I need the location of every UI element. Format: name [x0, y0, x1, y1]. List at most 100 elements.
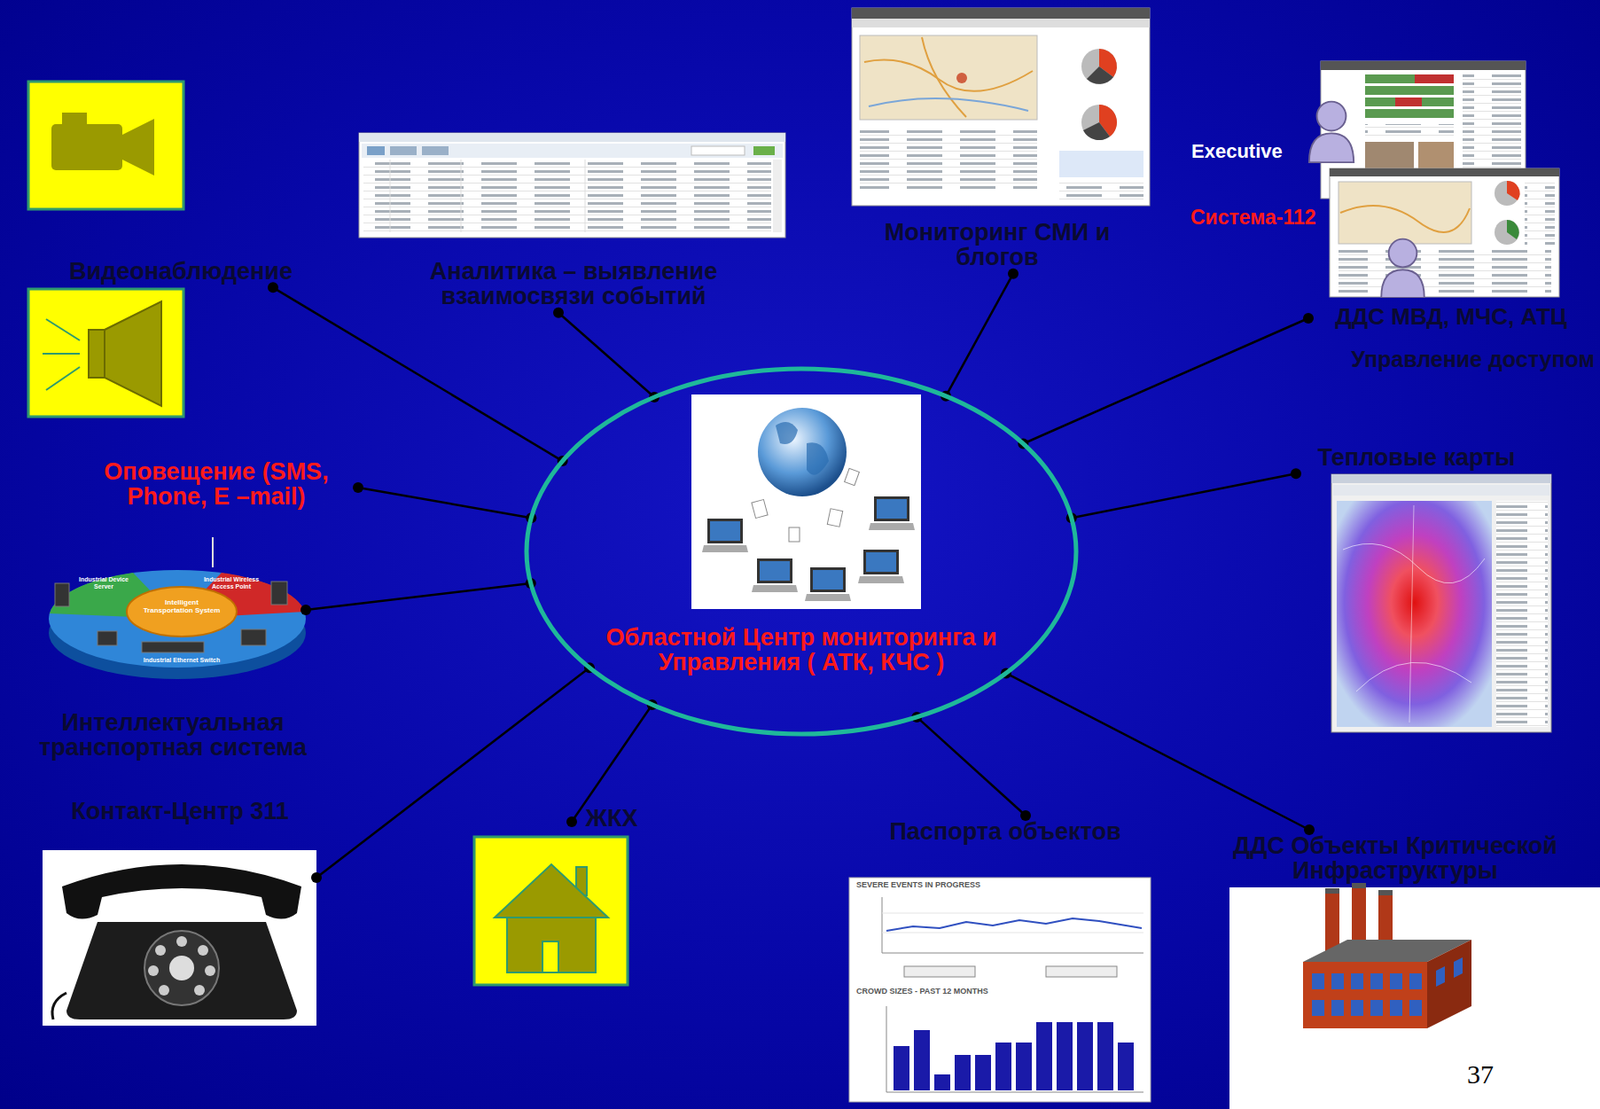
- node-label: ЖКХ: [577, 805, 647, 831]
- object-charts-screenshot: [881, 913, 1144, 914]
- system-112-screenshot: [1329, 168, 1560, 177]
- transport-system-picture: [48, 537, 306, 680]
- heat-map-screenshot: [1342, 543, 1485, 583]
- system-112-screenshot: [1338, 181, 1472, 244]
- telephone-picture: [197, 944, 209, 956]
- system-112-screenshot: [1494, 180, 1520, 206]
- telephone-picture: [144, 930, 219, 1006]
- telephone-picture: [169, 955, 195, 981]
- object-charts-screenshot: [1117, 1042, 1134, 1091]
- connector-dot: [1290, 468, 1302, 479]
- factory-icon: [1389, 973, 1403, 990]
- connector-line: [945, 273, 1014, 397]
- analytics-screenshot: [691, 146, 745, 156]
- connector-dot: [352, 482, 364, 493]
- object-charts-screenshot: [934, 1074, 951, 1091]
- media-monitoring-screenshot: [1081, 104, 1117, 141]
- heat-map-screenshot: [1336, 500, 1492, 727]
- system-112-screenshot: [1329, 168, 1560, 297]
- service-node: ДДС Объекты Критической Инфраструктуры: [1197, 829, 1593, 888]
- service-node: ЖКХ: [571, 802, 652, 835]
- executive-screenshot: [1365, 74, 1454, 84]
- factory-icon: [1370, 973, 1383, 990]
- object-charts-screenshot: [849, 877, 1151, 1102]
- factory-icon: [1351, 882, 1366, 889]
- object-charts-screenshot: [886, 1006, 888, 1093]
- role-label: Executive: [1191, 140, 1283, 163]
- speaker-icon: [28, 288, 184, 417]
- connector-dot: [300, 604, 312, 616]
- node-label: Тепловые карты: [1288, 444, 1545, 470]
- media-monitoring-screenshot: [1059, 150, 1144, 178]
- picture-caption: Industrial Wireless Access Point: [196, 576, 266, 590]
- analytics-screenshot: [359, 132, 786, 238]
- telephone-picture: [194, 984, 205, 996]
- node-label: Областной Центр мониторинга и Управления…: [561, 624, 1041, 676]
- transport-system-picture: [48, 569, 306, 668]
- factory-icon: [1350, 999, 1364, 1016]
- telephone-picture: [66, 921, 297, 1020]
- heat-map-screenshot: [1331, 474, 1552, 733]
- object-charts-screenshot: [975, 1054, 992, 1091]
- object-charts-screenshot: [1056, 1022, 1073, 1091]
- telephone-picture: [42, 850, 317, 1026]
- connector: [1000, 667, 1315, 836]
- transport-system-picture: [126, 586, 237, 637]
- media-monitoring-screenshot: [851, 7, 1150, 19]
- factory-icon: [1427, 939, 1472, 1029]
- telephone-picture: [158, 984, 170, 996]
- chart-title: CROWD SIZES - PAST 12 MONTHS: [856, 987, 989, 997]
- connector-line: [558, 312, 655, 398]
- connector-line: [305, 583, 531, 610]
- heat-map-screenshot: [1409, 505, 1414, 723]
- media-monitoring-screenshot: [864, 60, 1033, 92]
- user-icons: [1309, 101, 1425, 298]
- object-charts-screenshot: [893, 1045, 910, 1091]
- object-charts-screenshot: [886, 1092, 1144, 1093]
- telephone-picture: [42, 850, 317, 1026]
- object-charts-screenshot: [913, 1030, 930, 1091]
- media-monitoring-screenshot: [1081, 48, 1117, 85]
- media-monitoring-screenshot: [859, 128, 1038, 191]
- heat-map-screenshot: [1333, 484, 1550, 496]
- globe-network-picture: [827, 508, 843, 528]
- system-112-screenshot: [1524, 182, 1555, 245]
- node-label: Оповещение (SMS, Phone, E –mail): [79, 459, 353, 510]
- media-monitoring-screenshot: [851, 18, 1150, 28]
- analytics-screenshot: [585, 159, 586, 233]
- factory-icon: [1370, 999, 1383, 1016]
- service-node: Тепловые карты: [1283, 441, 1550, 474]
- connector: [1066, 468, 1302, 523]
- analytics-screenshot: [753, 146, 775, 156]
- executive-screenshot: [1320, 61, 1526, 71]
- analytics-screenshot: [460, 159, 462, 233]
- ellipse-outline: [526, 368, 1077, 734]
- object-charts-screenshot: [1045, 966, 1117, 977]
- camera-icon: [62, 112, 87, 125]
- heat-map-screenshot: [1496, 500, 1548, 727]
- object-charts-screenshot: [995, 1042, 1012, 1091]
- globe-network-picture: [844, 468, 860, 485]
- connector: [911, 711, 1031, 821]
- speaker-icon: [42, 352, 80, 355]
- house-icon: [494, 864, 609, 918]
- factory-icon: [1311, 973, 1325, 990]
- globe-network-picture: [868, 496, 915, 531]
- picture-caption: Intelligent Transportation System: [141, 599, 222, 616]
- camera-icon: [28, 81, 184, 210]
- analytics-screenshot: [390, 159, 391, 233]
- speaker-icon: [88, 329, 105, 378]
- connector-line: [316, 667, 590, 878]
- connector: [940, 268, 1019, 402]
- executive-screenshot: [1365, 109, 1454, 118]
- telephone-picture: [204, 965, 216, 976]
- connector-line: [273, 287, 563, 461]
- factory-icon: [1350, 973, 1364, 990]
- object-charts-screenshot: [904, 966, 976, 977]
- media-monitoring-screenshot: [956, 72, 968, 84]
- connector-dot: [566, 816, 578, 828]
- object-charts-screenshot: [881, 932, 1144, 934]
- transport-system-picture: [97, 631, 118, 646]
- center-ellipse: Областной Центр мониторинга и Управления…: [523, 366, 1079, 737]
